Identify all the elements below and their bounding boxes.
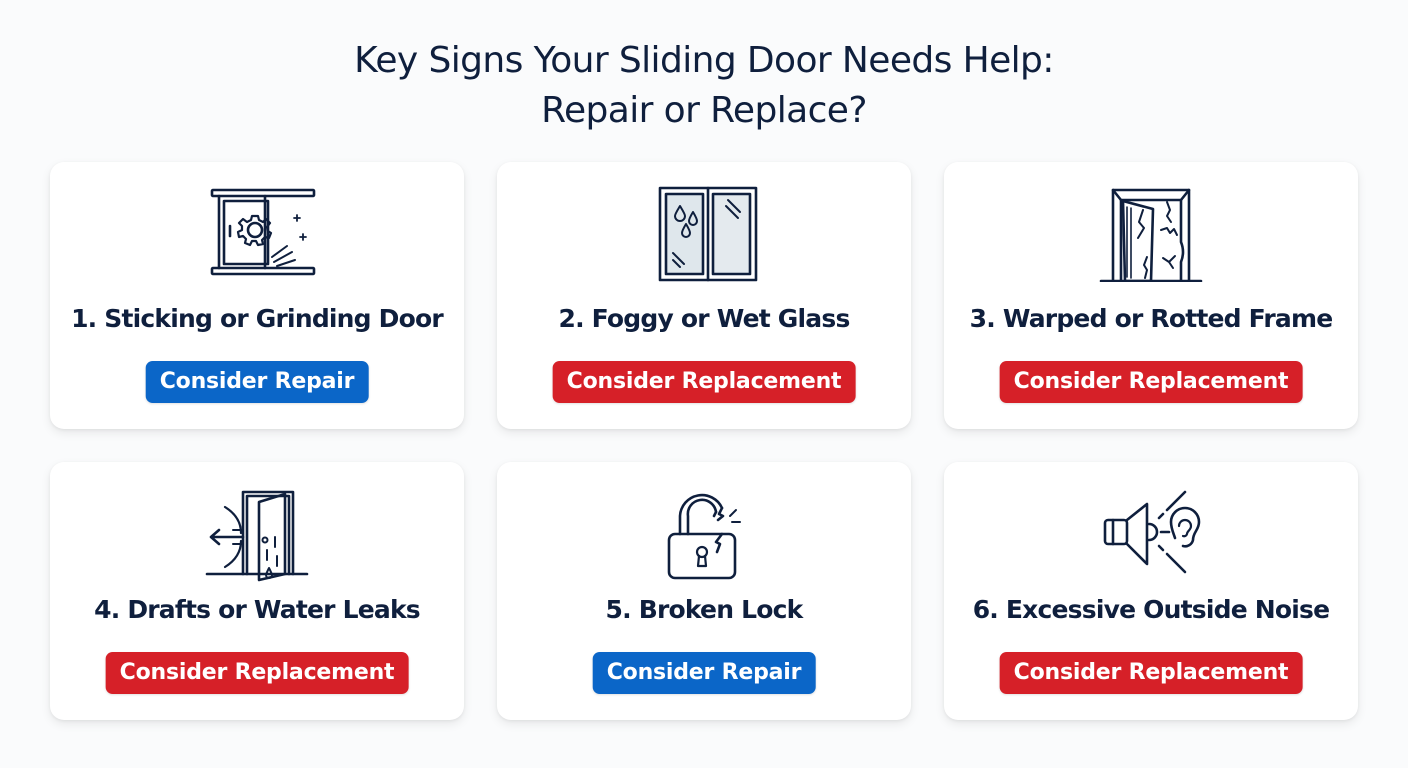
card-heading: 5. Broken Lock <box>605 595 804 624</box>
consider-replacement-badge: Consider Replacement <box>999 361 1303 403</box>
consider-replacement-badge: Consider Replacement <box>552 361 856 403</box>
page-title: Key Signs Your Sliding Door Needs Help: … <box>0 36 1408 136</box>
card-heading: 1. Sticking or Grinding Door <box>71 304 444 333</box>
consider-repair-badge: Consider Repair <box>592 652 816 694</box>
card-sticking-door: 1. Sticking or Grinding Door Consider Re… <box>50 162 464 429</box>
title-line-1: Key Signs Your Sliding Door Needs Help: <box>354 40 1054 81</box>
card-heading: 3. Warped or Rotted Frame <box>969 304 1334 333</box>
broken-padlock-icon <box>644 482 764 582</box>
card-drafts-leaks: 4. Drafts or Water Leaks Consider Replac… <box>50 462 464 720</box>
cracked-door-frame-icon <box>1091 182 1211 282</box>
title-line-2: Repair or Replace? <box>541 90 867 131</box>
card-broken-lock: 5. Broken Lock Consider Repair <box>497 462 911 720</box>
card-heading: 4. Drafts or Water Leaks <box>94 595 421 624</box>
speaker-ear-noise-icon <box>1091 482 1211 582</box>
card-foggy-glass: 2. Foggy or Wet Glass Consider Replaceme… <box>497 162 911 429</box>
card-heading: 2. Foggy or Wet Glass <box>558 304 850 333</box>
consider-replacement-badge: Consider Replacement <box>105 652 409 694</box>
consider-replacement-badge: Consider Replacement <box>999 652 1303 694</box>
foggy-window-icon <box>644 182 764 282</box>
sliding-door-gear-icon <box>197 182 317 282</box>
card-outside-noise: 6. Excessive Outside Noise Consider Repl… <box>944 462 1358 720</box>
card-heading: 6. Excessive Outside Noise <box>972 595 1330 624</box>
draft-leak-door-icon <box>197 482 317 582</box>
consider-repair-badge: Consider Repair <box>145 361 369 403</box>
card-warped-frame: 3. Warped or Rotted Frame Consider Repla… <box>944 162 1358 429</box>
